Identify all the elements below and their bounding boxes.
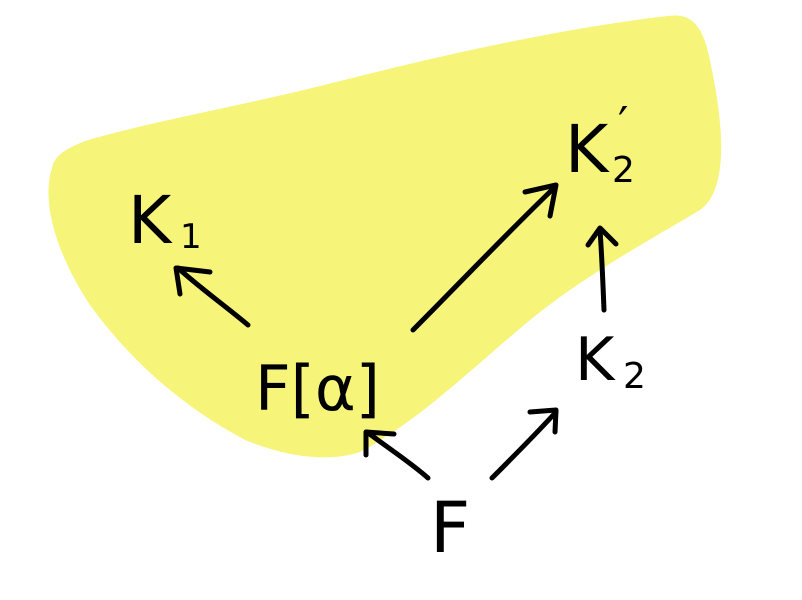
node-f-alpha: F[α] (255, 352, 380, 425)
arrow-k2-to-k2-prime-head (585, 225, 619, 248)
arrow-f-alpha-to-k1 (173, 265, 251, 328)
arrow-f-to-f-alpha (363, 429, 431, 481)
arrow-f-to-k2 (489, 407, 559, 481)
arrow-f-alpha-to-k1-head (173, 265, 213, 297)
arrow-f-alpha-to-k2-prime-shaft (410, 184, 558, 333)
node-k2-prime-mark: ′ (618, 97, 628, 151)
arrow-f-to-f-alpha-head (363, 429, 397, 458)
arrow-k2-to-k2-prime-shaft (597, 227, 607, 313)
highlight-region (48, 15, 722, 458)
node-k2-prime-base: K (565, 111, 610, 188)
node-k2-prime: K 2 ′ (565, 97, 635, 191)
arrow-f-to-k2-head (527, 407, 559, 435)
arrow-k2-to-k2-prime (585, 225, 619, 313)
arrow-f-to-f-alpha-shaft (364, 429, 431, 481)
node-k1-base: K (128, 182, 173, 259)
node-k2: K 2 (575, 325, 646, 397)
arrow-f-alpha-to-k2-prime-head (522, 182, 559, 219)
node-k2-prime-subscript: 2 (612, 150, 635, 191)
node-k1: K 1 (128, 182, 202, 259)
arrow-f-alpha-to-k2-prime (410, 182, 559, 333)
node-f: F (430, 487, 470, 569)
node-k2-subscript: 2 (623, 356, 646, 397)
node-k1-subscript: 1 (180, 217, 202, 257)
node-k2-base: K (575, 325, 616, 395)
arrow-f-to-k2-shaft (489, 409, 559, 481)
arrow-f-alpha-to-k1-shaft (175, 265, 251, 328)
